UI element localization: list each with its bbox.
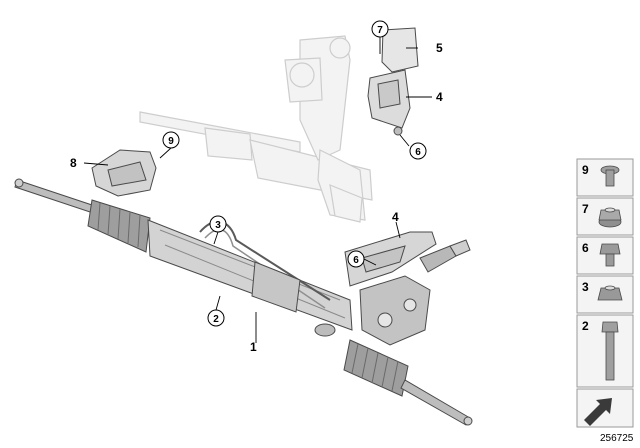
callouts: 1 4 4 5 8 [70, 41, 443, 354]
legend-footer [576, 388, 634, 428]
callout-8: 8 [70, 156, 77, 170]
callout-6-lower-circle: 6 [347, 250, 365, 268]
callout-5: 5 [436, 41, 443, 55]
hex-nut-icon [597, 285, 623, 301]
callout-9-label: 9 [168, 136, 174, 147]
callout-2-label: 2 [213, 314, 219, 325]
callout-4-upper: 4 [436, 90, 443, 104]
flange-nut-icon [598, 207, 622, 228]
callout-7-circle: 7 [371, 20, 389, 38]
legend-item-7: 7 [576, 197, 634, 236]
reference-number: 256725 [600, 433, 634, 444]
callout-4-lower: 4 [392, 210, 399, 224]
ghost-steering-gear [139, 35, 373, 223]
long-bolt-icon [601, 321, 619, 381]
heat-shield-upper [367, 27, 419, 136]
legend-item-3: 3 [576, 275, 634, 314]
bracket-part [91, 149, 157, 197]
callout-6-upper-label: 6 [415, 147, 421, 158]
callout-3-circle: 3 [209, 215, 227, 233]
hex-bolt-icon [599, 243, 621, 267]
circled-callouts: 9 3 2 6 7 6 [162, 20, 427, 327]
fastener-legend: 9 7 6 3 [576, 158, 634, 428]
legend-num-2: 2 [582, 319, 589, 333]
callout-6-upper-circle: 6 [409, 142, 427, 160]
legend-num-3: 3 [582, 280, 589, 294]
heat-shield-lower [344, 231, 437, 287]
callout-7-label: 7 [377, 25, 383, 36]
callout-1: 1 [250, 340, 257, 354]
steering-rack [14, 178, 473, 426]
legend-item-6: 6 [576, 236, 634, 275]
torx-bolt-icon [600, 165, 620, 187]
legend-item-2: 2 [576, 314, 634, 388]
legend-num-9: 9 [582, 163, 589, 177]
legend-num-6: 6 [582, 241, 589, 255]
legend-num-7: 7 [582, 202, 589, 216]
callout-2-circle: 2 [207, 309, 225, 327]
direction-arrow-icon [584, 398, 612, 426]
callout-3-label: 3 [215, 220, 221, 231]
leader-lines [83, 37, 432, 343]
callout-6-lower-label: 6 [353, 255, 359, 266]
legend-item-9: 9 [576, 158, 634, 197]
callout-9-circle: 9 [162, 131, 180, 149]
